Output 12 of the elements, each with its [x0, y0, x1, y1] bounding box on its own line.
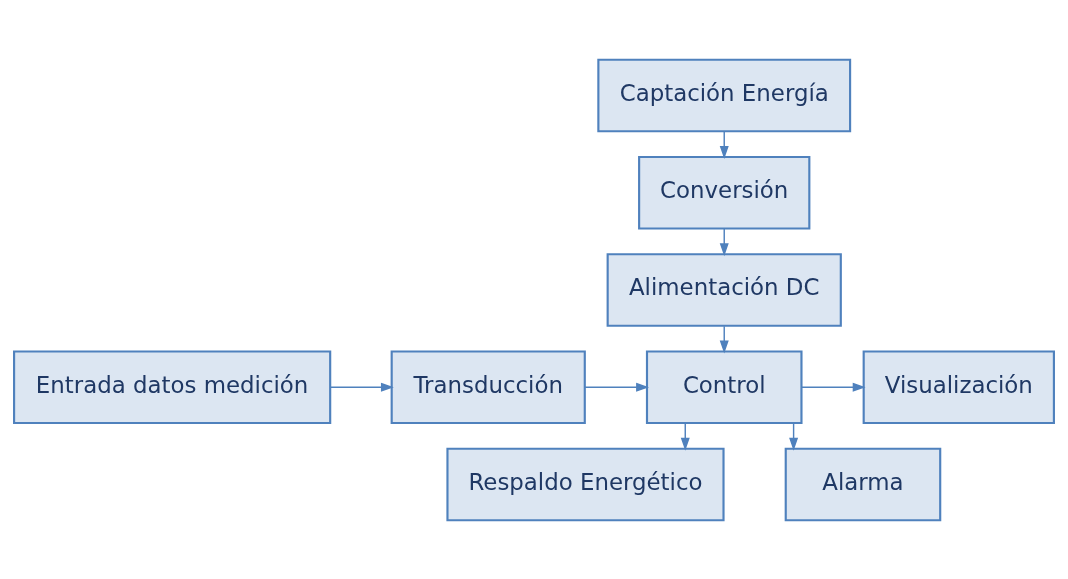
node-box: Visualización	[862, 349, 1055, 424]
node-box: Conversión	[638, 155, 811, 230]
node-box: Captación Energía	[597, 58, 852, 132]
node-box: Alimentación DC	[606, 252, 842, 327]
node-box: Entrada datos medición	[13, 349, 332, 424]
arrow	[584, 382, 649, 392]
node-box: Transducción	[390, 349, 586, 424]
node-box: Control	[645, 349, 803, 424]
node-box: Alarma	[784, 447, 942, 521]
arrow	[800, 382, 866, 392]
arrow	[329, 382, 394, 392]
node-box: Respaldo Energético	[446, 447, 725, 521]
